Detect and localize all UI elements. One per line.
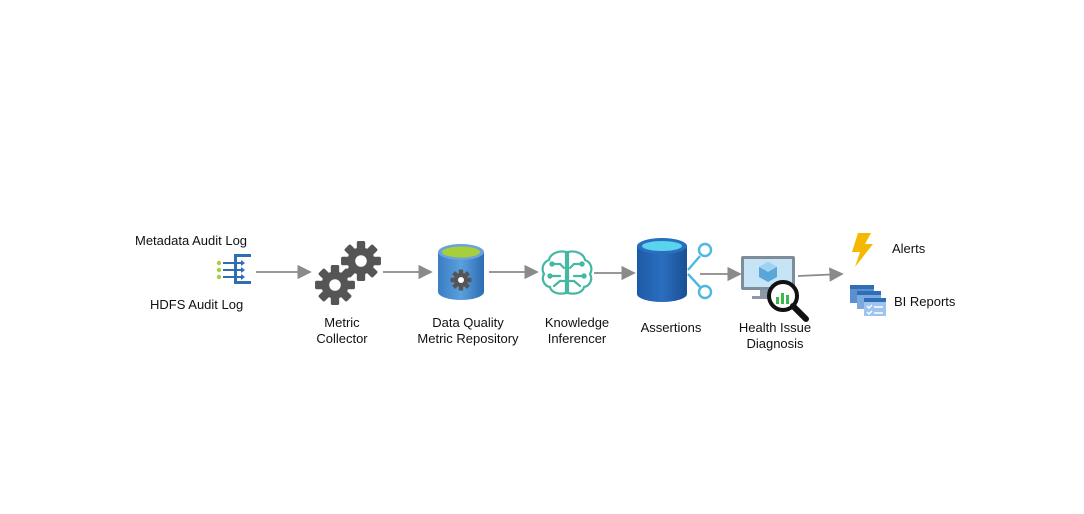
- database-gear-icon: [438, 244, 484, 300]
- monitor-magnifier-icon: [741, 256, 809, 322]
- report-stack-icon: [850, 285, 886, 316]
- assertions-label: Assertions: [621, 320, 721, 336]
- bi-reports-label: BI Reports: [894, 294, 956, 309]
- dq-repository-label-line2: Metric Repository: [417, 331, 519, 346]
- lightning-icon: [852, 233, 873, 267]
- assertions-label-line1: Assertions: [640, 320, 702, 335]
- knowledge-inferencer-label-line1: Knowledge: [544, 315, 610, 330]
- metric-collector-label-line1: Metric: [324, 315, 360, 330]
- audit-log-icon: [216, 254, 251, 284]
- knowledge-inferencer-label: Knowledge Inferencer: [527, 315, 627, 347]
- hdfs-audit-log-label: HDFS Audit Log: [150, 297, 244, 312]
- health-diagnosis-label: Health Issue Diagnosis: [725, 320, 825, 352]
- metric-collector-label: Metric Collector: [292, 315, 392, 347]
- metric-collector-label-line2: Collector: [316, 331, 368, 346]
- gears-icon: [315, 241, 381, 305]
- arrow-diagnosis-to-outputs: [797, 267, 844, 282]
- brain-circuit-icon: [541, 250, 593, 295]
- alerts-label: Alerts: [892, 241, 926, 256]
- knowledge-inferencer-label-line2: Inferencer: [547, 331, 607, 346]
- dq-repository-label-line1: Data Quality: [432, 315, 504, 330]
- dq-repository-label: Data Quality Metric Repository: [408, 315, 528, 347]
- health-diagnosis-label-line1: Health Issue: [738, 320, 812, 335]
- connector-arrows: [256, 264, 844, 282]
- metadata-audit-log-label: Metadata Audit Log: [135, 233, 248, 248]
- database-branch-icon: [637, 238, 713, 302]
- health-diagnosis-label-line2: Diagnosis: [746, 336, 804, 351]
